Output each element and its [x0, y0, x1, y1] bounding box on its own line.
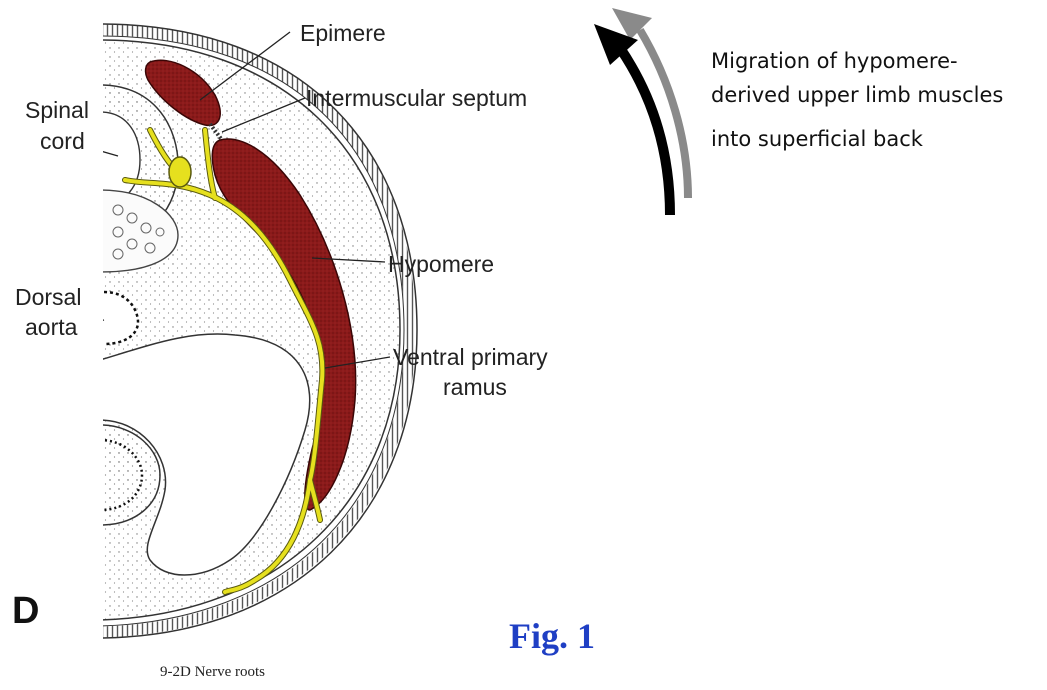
figure-caption: 9-2D Nerve roots: [160, 664, 265, 681]
label-dorsal-aorta-2: aorta: [25, 313, 77, 341]
label-epimere: Epimere: [300, 19, 386, 47]
figure-label: Fig. 1: [509, 615, 595, 657]
migration-arrow: [594, 8, 688, 215]
label-hypomere: Hypomere: [388, 250, 494, 278]
label-spinal-cord-2: cord: [40, 127, 85, 155]
panel-letter: D: [12, 590, 39, 633]
label-intermuscular-septum: Intermuscular septum: [306, 84, 527, 112]
label-dorsal-aorta-1: Dorsal: [15, 283, 81, 311]
migration-note-line3: into superficial back: [711, 122, 923, 156]
embryo-body: [88, 24, 417, 638]
label-ventral-ramus-1: Ventral primary: [393, 343, 548, 371]
migration-note-line1: Migration of hypomere-: [711, 44, 958, 78]
label-ventral-ramus-2: ramus: [443, 373, 507, 401]
label-spinal-cord-1: Spinal: [25, 96, 89, 124]
dorsal-root-ganglion: [169, 157, 191, 187]
migration-note-line2: derived upper limb muscles: [711, 78, 1003, 112]
